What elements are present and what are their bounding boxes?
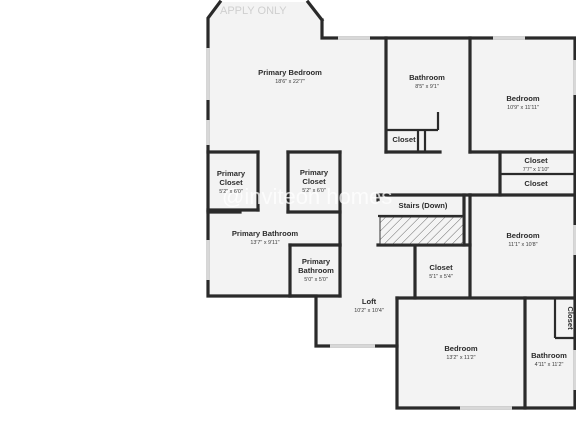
room-loft[interactable]: Loft 10'2" x 10'4" <box>354 297 384 314</box>
svg-text:Closet: Closet <box>392 135 416 144</box>
svg-text:18'6" x 22'7": 18'6" x 22'7" <box>275 79 305 85</box>
svg-text:11'1" x 10'8": 11'1" x 10'8" <box>508 242 537 248</box>
room-bathroom-bottom[interactable]: Bathroom 4'11" x 11'2" <box>531 351 567 368</box>
room-primary-bathroom-small[interactable]: Primary Bathroom 5'0" x 5'0" <box>298 257 334 283</box>
room-primary-closet-left[interactable]: Primary Closet 5'2" x 6'0" <box>217 169 246 195</box>
svg-text:Primary Bathroom: Primary Bathroom <box>232 229 299 238</box>
svg-text:13'2" x 11'2": 13'2" x 11'2" <box>446 355 475 361</box>
svg-text:Primary: Primary <box>300 168 329 177</box>
room-bathroom-top[interactable]: Bathroom 8'5" x 9'1" <box>409 73 445 90</box>
room-closet-right-b[interactable]: Closet <box>524 179 548 188</box>
svg-text:Primary Bedroom: Primary Bedroom <box>258 68 322 77</box>
svg-text:10'9" x 11'11": 10'9" x 11'11" <box>507 105 539 111</box>
svg-text:Closet: Closet <box>302 177 326 186</box>
svg-text:13'7" x 9'11": 13'7" x 9'11" <box>250 240 279 246</box>
svg-text:5'2" x 6'0": 5'2" x 6'0" <box>302 188 326 194</box>
svg-text:Bedroom: Bedroom <box>444 344 478 353</box>
svg-text:Loft: Loft <box>362 297 377 306</box>
room-closet-middle[interactable]: Closet 5'1" x 5'4" <box>429 263 453 280</box>
svg-text:Closet: Closet <box>524 179 548 188</box>
room-primary-bathroom[interactable]: Primary Bathroom 13'7" x 9'11" <box>232 229 299 246</box>
svg-text:5'1" x 5'4": 5'1" x 5'4" <box>429 274 453 280</box>
svg-text:Bathroom: Bathroom <box>298 266 334 275</box>
svg-text:Primary: Primary <box>217 169 246 178</box>
windows <box>206 36 576 410</box>
svg-text:Closet: Closet <box>429 263 453 272</box>
svg-text:Stairs (Down): Stairs (Down) <box>399 201 448 210</box>
svg-text:4'11" x 11'2": 4'11" x 11'2" <box>535 362 564 368</box>
svg-text:7'7" x 1'10": 7'7" x 1'10" <box>523 167 550 173</box>
room-bedroom-right[interactable]: Bedroom 11'1" x 10'8" <box>506 231 540 248</box>
svg-text:Closet: Closet <box>566 306 575 330</box>
room-closet-right-a[interactable]: Closet 7'7" x 1'10" <box>523 156 550 173</box>
room-bedroom-bottom[interactable]: Bedroom 13'2" x 11'2" <box>444 344 478 361</box>
room-bedroom-top-right[interactable]: Bedroom 10'9" x 11'11" <box>506 94 540 111</box>
svg-text:10'2" x 10'4": 10'2" x 10'4" <box>354 308 384 314</box>
floor-area <box>208 2 575 408</box>
svg-text:8'5" x 9'1": 8'5" x 9'1" <box>415 84 439 90</box>
svg-text:Primary: Primary <box>302 257 331 266</box>
stairs-hatch <box>379 216 464 245</box>
svg-text:Bedroom: Bedroom <box>506 231 540 240</box>
room-stairs[interactable]: Stairs (Down) <box>399 201 448 210</box>
svg-text:Bathroom: Bathroom <box>531 351 567 360</box>
room-closet-top[interactable]: Closet <box>392 135 416 144</box>
svg-text:5'2" x 6'0": 5'2" x 6'0" <box>219 189 243 195</box>
room-closet-vertical[interactable]: Closet <box>566 306 575 330</box>
svg-text:Bedroom: Bedroom <box>506 94 540 103</box>
exterior-wall-bay <box>305 0 325 23</box>
room-primary-bedroom[interactable]: Primary Bedroom 18'6" x 22'7" <box>258 68 322 85</box>
svg-text:Closet: Closet <box>219 178 243 187</box>
svg-text:Closet: Closet <box>524 156 548 165</box>
apply-only-notice: APPLY ONLY <box>220 5 287 17</box>
watermark-text: @inviteon homes <box>222 184 392 209</box>
svg-text:5'0" x 5'0": 5'0" x 5'0" <box>304 277 328 283</box>
svg-text:Bathroom: Bathroom <box>409 73 445 82</box>
room-primary-closet-right[interactable]: Primary Closet 5'2" x 6'0" <box>300 168 329 194</box>
interior-walls <box>206 36 576 410</box>
